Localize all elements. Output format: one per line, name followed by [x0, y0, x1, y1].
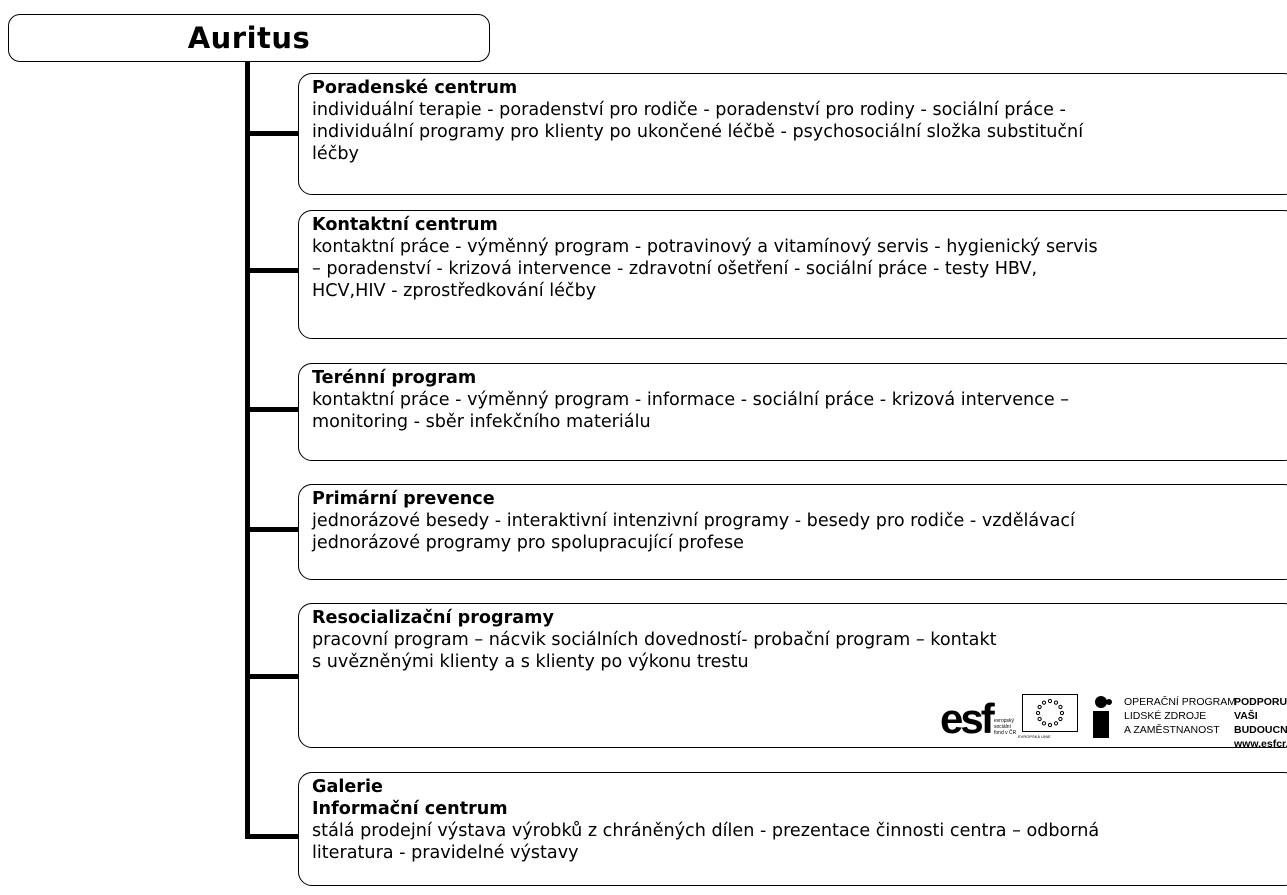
- section-heading: Kontaktní centrum: [312, 215, 498, 235]
- person-icon: [1093, 696, 1112, 738]
- section-heading: Primární prevence: [312, 489, 495, 509]
- section-text: pracovní program – nácvik sociálních dov…: [312, 630, 997, 672]
- sponsor-logos: esf evropský sociální fond v ČR EVROPSKÁ…: [940, 690, 1287, 750]
- section-resocializacni-programy: Resocializační programy pracovní program…: [298, 603, 1287, 748]
- branch-line-kontaktni: [245, 268, 301, 273]
- section-subheading: Informační centrum: [312, 799, 508, 819]
- branch-line-poradenske: [245, 131, 301, 136]
- eu-flag-icon: [1022, 694, 1078, 732]
- section-heading: Resocializační programy: [312, 608, 554, 628]
- tree-trunk-line: [245, 62, 250, 839]
- eu-caption: EVROPSKÁ UNIE: [1018, 734, 1051, 739]
- section-terenni-program: Terénní program kontaktní práce - výměnn…: [298, 363, 1287, 461]
- section-heading: Galerie: [312, 777, 383, 797]
- section-text: kontaktní práce - výměnný program - potr…: [312, 237, 1098, 301]
- esf-mark: esf: [940, 695, 995, 742]
- podporujeme-text: PODPORUJEME VAŠI BUDOUCNOST www.esfcr.cz: [1234, 696, 1287, 750]
- branch-line-galerie: [245, 834, 301, 839]
- section-text: individuální terapie - poradenství pro r…: [312, 100, 1084, 164]
- section-text: stálá prodejní výstava výrobků z chráněn…: [312, 821, 1100, 863]
- esf-caption: evropský sociální fond v ČR: [994, 718, 1017, 736]
- branch-line-terenni: [245, 407, 301, 412]
- section-text: kontaktní práce - výměnný program - info…: [312, 390, 1070, 432]
- section-heading: Poradenské centrum: [312, 78, 518, 98]
- section-galerie: Galerie Informační centrum stálá prodejn…: [298, 772, 1287, 886]
- op-lzz-text: OPERAČNÍ PROGRAM LIDSKÉ ZDROJE A ZAMĚSTN…: [1124, 696, 1237, 736]
- branch-line-resocializacni: [245, 674, 301, 679]
- section-kontaktni-centrum: Kontaktní centrum kontaktní práce - výmě…: [298, 210, 1287, 339]
- section-primarni-prevence: Primární prevence jednorázové besedy - i…: [298, 484, 1287, 580]
- section-text: jednorázové besedy - interaktivní intenz…: [312, 511, 1075, 553]
- section-heading: Terénní program: [312, 368, 477, 388]
- esf-logo: esf evropský sociální fond v ČR: [940, 698, 1020, 742]
- org-title: Auritus: [8, 14, 490, 62]
- branch-line-primarni: [245, 527, 301, 532]
- section-poradenske-centrum: Poradenské centrum individuální terapie …: [298, 73, 1287, 195]
